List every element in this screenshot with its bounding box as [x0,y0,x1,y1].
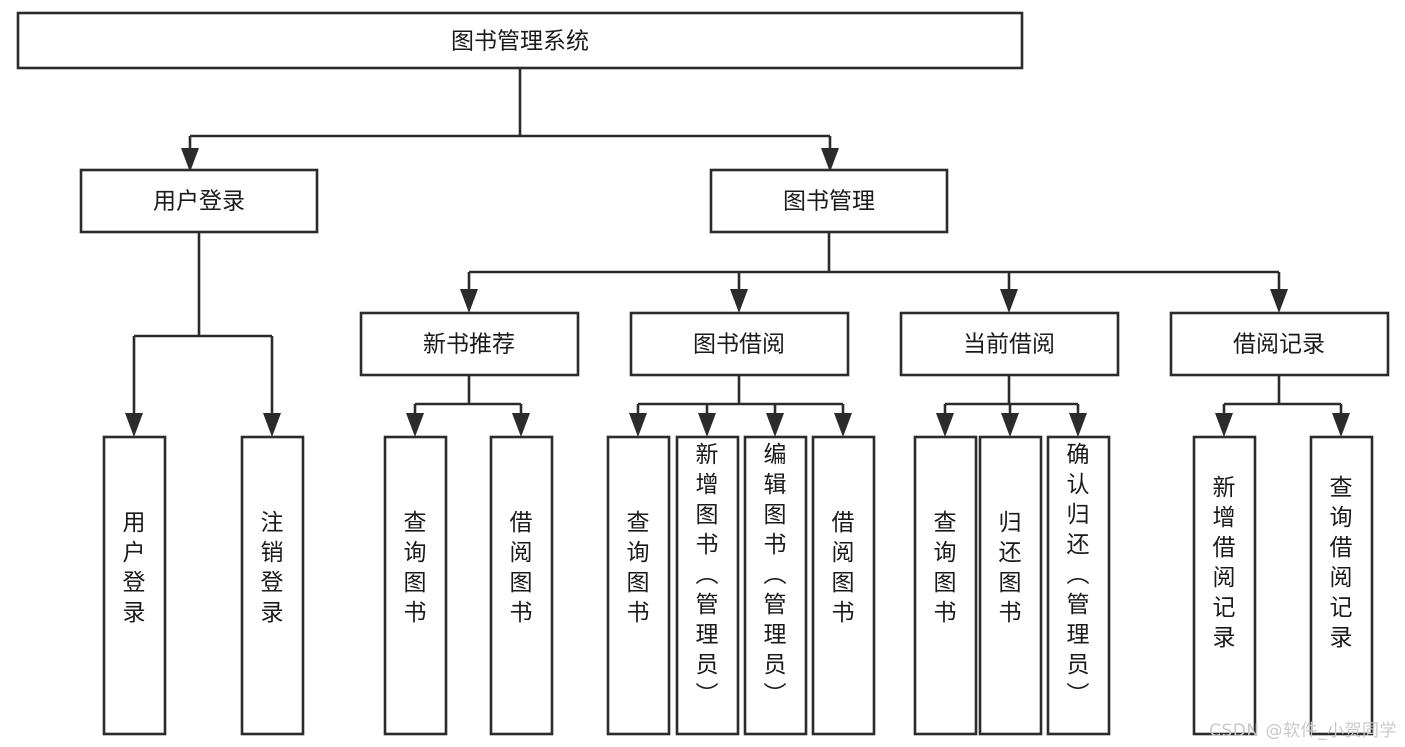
node-leaf-cur-confirm[interactable]: 确认归还︵管理员︶ [1046,435,1111,736]
arrowhead-leaf-borrow-add [698,413,716,437]
node-leaf-cur-confirm-box[interactable] [1046,435,1111,736]
node-leaf-rec-add-box[interactable] [1192,435,1257,736]
node-book-manage-label: 图书管理 [783,189,875,215]
arrowhead-current-borrow [1000,289,1018,313]
arrowhead-leaf-user-logout [263,413,281,437]
node-root[interactable]: 图书管理系统 [16,11,1024,70]
node-current-borrow[interactable]: 当前借阅 [899,311,1120,377]
node-leaf-borrow-query-label: 查询图书 [627,510,650,626]
node-leaf-borrow-edit-label: 编辑图书︵管理员︶ [764,442,787,708]
connector-layer [125,68,1350,437]
node-root-box[interactable] [16,11,1024,70]
node-book-borrow-label: 图书借阅 [693,332,785,358]
node-leaf-borrow-add-label: 新增图书︵管理员︶ [696,442,719,708]
arrowhead-leaf-cur-return [1001,413,1019,437]
node-leaf-cur-return[interactable]: 归还图书 [978,435,1043,736]
arrowhead-leaf-borrow-query [629,413,647,437]
node-current-borrow-box[interactable] [899,311,1120,377]
node-user-login-label: 用户登录 [153,189,245,215]
arrowhead-book-borrow [730,289,748,313]
node-root-label: 图书管理系统 [451,29,589,55]
node-leaf-cur-return-box[interactable] [978,435,1043,736]
arrowhead-leaf-borrow-edit [766,413,784,437]
node-leaf-borrow-add[interactable]: 新增图书︵管理员︶ [675,435,740,736]
csdn-watermark: CSDN @软件_小贺同学 [1209,721,1397,741]
node-leaf-user-logout-box[interactable] [240,435,305,736]
node-leaf-rec-borrow-box[interactable] [489,435,554,736]
edge-bookborrow-to-leaves [636,375,845,425]
arrowhead-leaf-cur-confirm [1069,413,1087,437]
node-user-login-box[interactable] [79,168,319,234]
edge-newbookrec-to-leaves [413,375,523,425]
arrowhead-leaf-rec-query [406,413,424,437]
node-leaf-borrow-edit[interactable]: 编辑图书︵管理员︶ [743,435,808,736]
node-leaf-rec-borrow[interactable]: 借阅图书 [489,435,554,736]
node-book-manage-box[interactable] [709,168,949,234]
node-leaf-user-login-box[interactable] [102,435,167,736]
node-current-borrow-label: 当前借阅 [963,332,1055,358]
arrowhead-leaf-rec-borrow [512,413,530,437]
node-leaf-cur-query[interactable]: 查询图书 [913,435,978,736]
node-new-book-rec-box[interactable] [359,311,580,377]
edge-root-to-level2 [188,68,832,160]
edge-borrowrecord-to-leaves [1222,375,1343,425]
node-leaf-borrow-do-box[interactable] [811,435,876,736]
arrowhead-borrow-record [1270,289,1288,313]
node-leaf-cur-return-label: 归还图书 [999,510,1022,626]
node-leaf-cur-query-box[interactable] [913,435,978,736]
node-book-borrow[interactable]: 图书借阅 [629,311,850,377]
arrowhead-book-manage [821,148,839,172]
node-borrow-record[interactable]: 借阅记录 [1169,311,1390,377]
node-leaf-rec-query-box[interactable] [383,435,448,736]
node-leaf-rec-query2[interactable]: 查询借阅记录 [1309,435,1374,736]
node-leaf-cur-confirm-label: 确认归还︵管理员︶ [1067,442,1090,708]
node-leaf-user-logout[interactable]: 注销登录 [240,435,305,736]
node-leaf-rec-query2-label: 查询借阅记录 [1330,475,1353,651]
node-book-borrow-box[interactable] [629,311,850,377]
node-leaf-borrow-query[interactable]: 查询图书 [606,435,671,736]
arrowhead-new-book-rec [460,289,478,313]
node-new-book-rec-label: 新书推荐 [423,332,515,358]
arrowhead-leaf-borrow-do [834,413,852,437]
node-leaf-user-login-label: 用户登录 [123,510,146,626]
node-leaf-user-logout-label: 注销登录 [261,510,284,626]
edge-bookmanage-to-level3 [467,232,1281,301]
node-leaf-cur-query-label: 查询图书 [934,510,957,626]
arrowhead-leaf-rec-add [1215,413,1233,437]
arrowhead-user-login [181,148,199,172]
node-borrow-record-box[interactable] [1169,311,1390,377]
node-leaf-borrow-do-label: 借阅图书 [832,510,855,626]
node-leaf-rec-add-label: 新增借阅记录 [1213,475,1236,651]
node-leaf-borrow-add-box[interactable] [675,435,740,736]
node-leaf-borrow-edit-box[interactable] [743,435,808,736]
node-leaf-borrow-do[interactable]: 借阅图书 [811,435,876,736]
node-leaf-rec-query[interactable]: 查询图书 [383,435,448,736]
node-leaf-rec-borrow-label: 借阅图书 [510,510,533,626]
node-new-book-rec[interactable]: 新书推荐 [359,311,580,377]
node-user-login[interactable]: 用户登录 [79,168,319,234]
node-borrow-record-label: 借阅记录 [1233,332,1325,358]
arrowhead-leaf-user-login [125,413,143,437]
edge-userlogin-to-leaves [132,232,274,425]
arrowhead-leaf-rec-query2 [1332,413,1350,437]
node-leaf-rec-query-label: 查询图书 [404,510,427,626]
node-leaf-rec-query2-box[interactable] [1309,435,1374,736]
node-leaf-user-login[interactable]: 用户登录 [102,435,167,736]
node-leaf-rec-add[interactable]: 新增借阅记录 [1192,435,1257,736]
node-leaf-borrow-query-box[interactable] [606,435,671,736]
node-book-manage[interactable]: 图书管理 [709,168,949,234]
arrowhead-leaf-cur-query [936,413,954,437]
